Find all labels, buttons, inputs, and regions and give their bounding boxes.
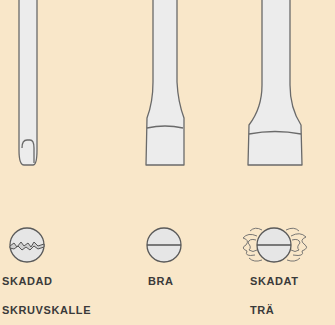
blade-face [147, 126, 183, 128]
damaged-slot [10, 242, 44, 250]
narrow-screwdriver [19, 0, 37, 165]
caption-label: BRA [148, 267, 174, 296]
blade-face [249, 132, 301, 135]
caption-label: SKADAT TRÄ [250, 267, 299, 325]
good-screwdriver [146, 0, 184, 165]
screw-slot [257, 244, 291, 246]
screw-head [147, 228, 181, 262]
blade-face [22, 140, 34, 163]
caption-label: SKADAD SKRUVSKALLE [2, 267, 91, 325]
wide-screwdriver [248, 0, 302, 165]
screw-head [10, 228, 44, 262]
damaged-wood [243, 228, 307, 261]
screw-head [257, 228, 291, 262]
screw-slot [147, 244, 181, 246]
